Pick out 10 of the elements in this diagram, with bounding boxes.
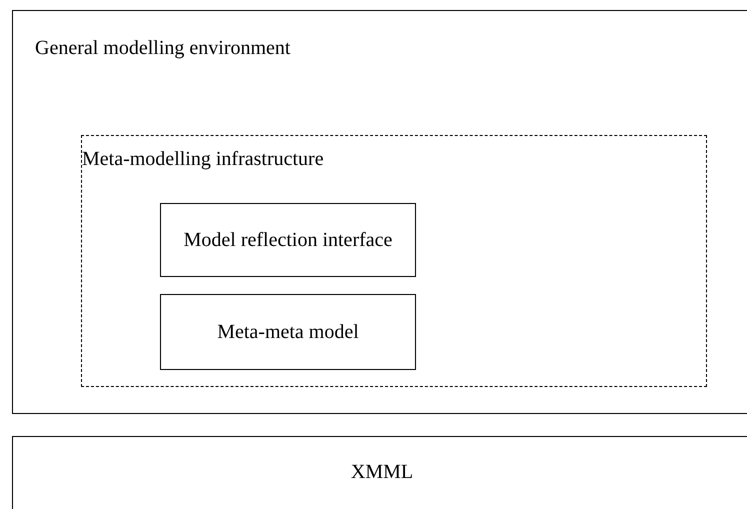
box-label: Meta-modelling infrastructure (82, 148, 324, 171)
box-label: General modelling environment (35, 37, 290, 60)
container-box (12, 10, 747, 414)
box-label: XMML (350, 460, 414, 484)
component-box (160, 294, 416, 370)
box-label: Meta-meta model (217, 320, 359, 344)
dashed-container-box (81, 135, 707, 387)
layer-box (12, 436, 747, 509)
component-box (160, 203, 416, 277)
box-label: Model reflection interface (184, 228, 392, 252)
